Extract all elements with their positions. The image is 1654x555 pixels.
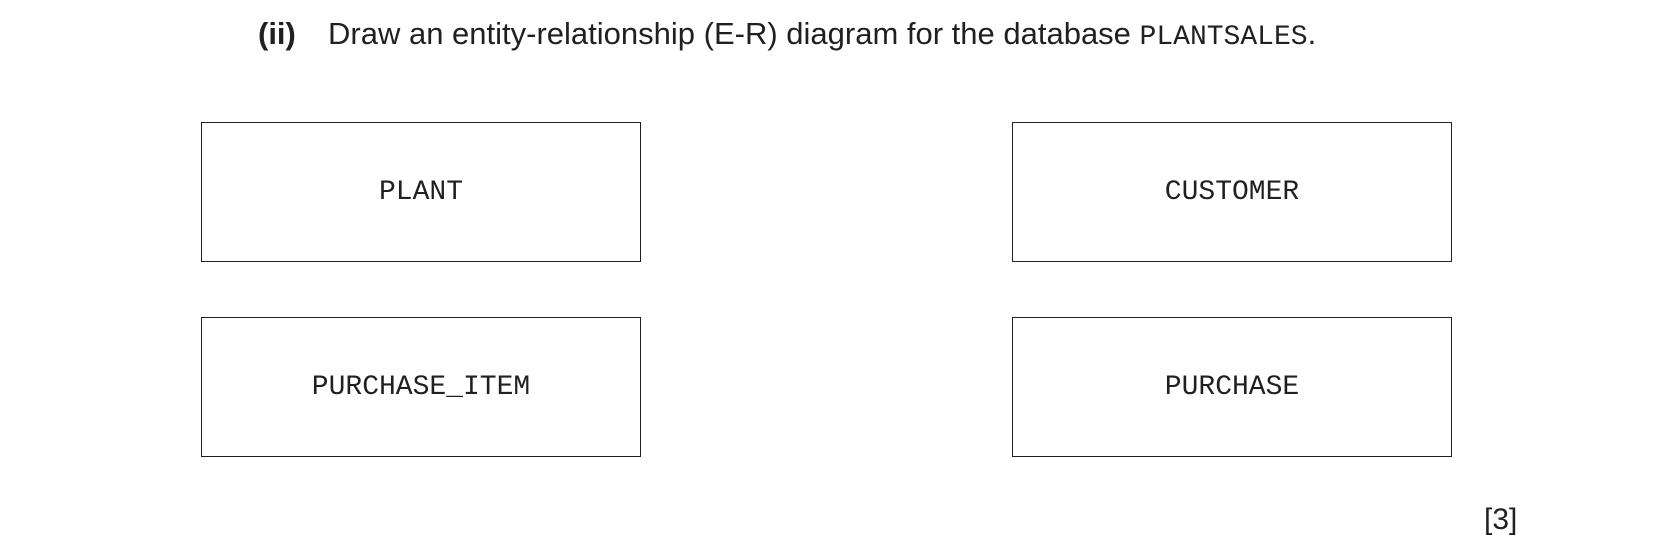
entity-box-purchase: PURCHASE	[1012, 317, 1452, 457]
question-line: (ii) Draw an entity-relationship (E-R) di…	[258, 12, 1316, 60]
question-number: (ii)	[258, 16, 296, 51]
question-text: Draw an entity-relationship (E-R) diagra…	[328, 16, 1140, 51]
question-end-punct: .	[1307, 16, 1317, 51]
entity-label: CUSTOMER	[1164, 176, 1300, 208]
entity-label: PURCHASE_ITEM	[311, 371, 531, 403]
entity-label: PLANT	[378, 176, 463, 208]
marks-allocation: [3]	[1484, 503, 1518, 536]
database-name: PLANTSALES	[1139, 22, 1308, 53]
entity-label: PURCHASE	[1164, 371, 1300, 403]
entity-box-plant: PLANT	[201, 122, 641, 262]
entity-box-customer: CUSTOMER	[1012, 122, 1452, 262]
entity-box-purchase-item: PURCHASE_ITEM	[201, 317, 641, 457]
